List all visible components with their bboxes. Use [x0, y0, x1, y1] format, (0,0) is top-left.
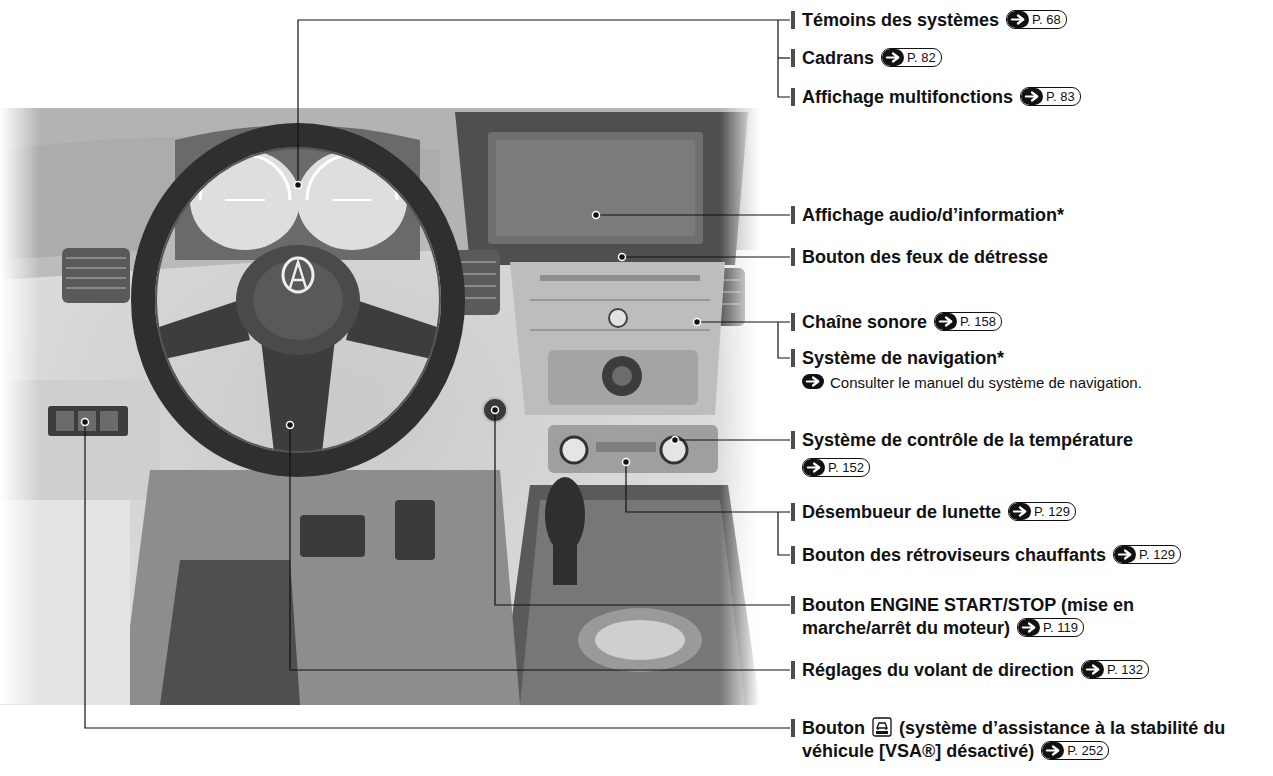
callout-label: Bouton ENGINE START/STOP (mise en marche…	[802, 595, 1134, 638]
page-number: P. 129	[1139, 546, 1175, 563]
callout-row: Chaîne sonore P. 158	[802, 311, 1262, 334]
page-arrow-icon	[1082, 661, 1104, 678]
page-badge: P. 82	[881, 48, 942, 67]
page-reference: P. 152	[802, 458, 870, 478]
page-number: P. 68	[1032, 11, 1061, 28]
page-reference: P. 83	[1020, 87, 1081, 107]
dashboard-illustration	[0, 107, 760, 705]
page-arrow-icon	[1007, 11, 1029, 28]
page-badge: P. 119	[1017, 618, 1084, 637]
leader-dots	[82, 182, 701, 466]
page-badge: P. 132	[1081, 660, 1149, 679]
page-badge: P. 68	[1006, 10, 1067, 29]
callout-row: Réglages du volant de direction P. 132	[802, 659, 1262, 682]
callout-row: Consulter le manuel du système de naviga…	[802, 371, 1262, 396]
page-arrow-icon	[1042, 742, 1064, 759]
label-marker	[791, 719, 795, 737]
callout-row: Bouton ENGINE START/STOP (mise en marche…	[802, 594, 1187, 640]
callout-label: Chaîne sonore	[802, 312, 927, 332]
callout-label: Bouton des rétroviseurs chauffants	[802, 545, 1106, 565]
page-reference: P. 119	[1017, 618, 1084, 638]
page-number: P. 132	[1107, 661, 1143, 678]
page-arrow-icon	[935, 313, 957, 330]
page-number: P. 83	[1046, 88, 1075, 105]
callout-label: Réglages du volant de direction	[802, 660, 1074, 680]
page-number: P. 158	[960, 313, 996, 330]
callout-row: Affichage multifonctions P. 83	[802, 86, 1262, 109]
callout-row: P. 152	[802, 457, 1262, 480]
label-marker	[791, 546, 795, 564]
callout-row: Bouton des feux de détresse	[802, 246, 1262, 269]
callout-row: Cadrans P. 82	[802, 47, 1262, 70]
callout-label: Bouton des feux de détresse	[802, 247, 1048, 267]
label-marker	[791, 431, 795, 449]
callout-row: Bouton(système d’assistance à la stabili…	[802, 717, 1242, 763]
callout-label: Système de contrôle de la température	[802, 430, 1133, 450]
page-number: P. 129	[1034, 503, 1070, 520]
page-arrow-icon	[803, 459, 825, 476]
page-number: P. 152	[828, 459, 864, 476]
page-reference: P. 132	[1081, 660, 1149, 680]
page-arrow-icon	[802, 374, 824, 389]
label-marker	[791, 313, 795, 331]
page-arrow-icon	[1114, 546, 1136, 563]
page-reference: P. 129	[1008, 502, 1076, 522]
callout-row: Système de navigation*	[802, 347, 1262, 370]
callout-label: Désembueur de lunette	[802, 502, 1001, 522]
page-badge: P. 252	[1041, 741, 1109, 760]
callout-label: Consulter le manuel du système de naviga…	[830, 374, 1142, 391]
label-marker	[791, 49, 795, 67]
label-marker	[791, 596, 795, 614]
callout-label: Affichage audio/d’information*	[802, 205, 1064, 225]
callout-row: Affichage audio/d’information*	[802, 204, 1262, 227]
page-arrow-icon	[1018, 619, 1040, 636]
callout-row: Système de contrôle de la température	[802, 429, 1262, 452]
note-icon	[802, 372, 824, 395]
page-arrow-icon	[1021, 88, 1043, 105]
callout-row: Désembueur de lunette P. 129	[802, 501, 1262, 524]
label-marker	[791, 88, 795, 106]
label-marker	[791, 206, 795, 224]
page-reference: P. 129	[1113, 545, 1181, 565]
callout-label: (système d’assistance à la stabilité du …	[802, 718, 1225, 761]
page-badge: P. 83	[1020, 87, 1081, 106]
callout-label: Affichage multifonctions	[802, 87, 1013, 107]
page-reference: P. 158	[934, 312, 1002, 332]
vsa-off-symbol	[872, 717, 892, 737]
page-badge: P. 152	[802, 458, 870, 477]
label-marker	[791, 11, 795, 29]
callout-row: Bouton des rétroviseurs chauffants P. 129	[802, 544, 1262, 567]
page-badge: P. 129	[1113, 545, 1181, 564]
page-reference: P. 82	[881, 48, 942, 68]
callout-label: Bouton	[802, 718, 865, 738]
label-marker	[791, 349, 795, 367]
page-number: P. 252	[1067, 742, 1103, 759]
page-badge: P. 158	[934, 312, 1002, 331]
callout-label: Système de navigation*	[802, 348, 1004, 368]
page-arrow-icon	[882, 49, 904, 66]
page-arrow-icon	[1009, 503, 1031, 520]
label-marker	[791, 503, 795, 521]
label-marker	[791, 661, 795, 679]
page-reference: P. 252	[1041, 741, 1109, 761]
callout-label: Témoins des systèmes	[802, 10, 999, 30]
page-number: P. 119	[1043, 619, 1078, 636]
page-number: P. 82	[907, 49, 936, 66]
page-reference: P. 68	[1006, 10, 1067, 30]
leader-lines	[85, 20, 790, 728]
callout-label: Cadrans	[802, 48, 874, 68]
callout-row: Témoins des systèmes P. 68	[802, 9, 1262, 32]
label-marker	[791, 248, 795, 266]
page-badge: P. 129	[1008, 502, 1076, 521]
